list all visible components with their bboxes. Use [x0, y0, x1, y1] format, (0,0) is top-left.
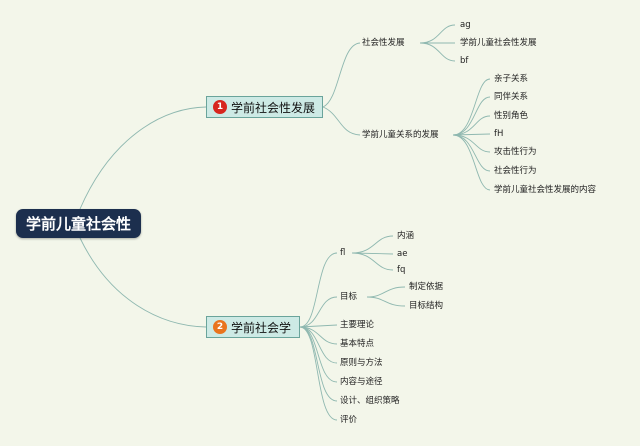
root-node[interactable]: 学前儿童社会性 [16, 209, 141, 238]
leaf-node[interactable]: ag [460, 20, 471, 30]
leaf-node[interactable]: 攻击性行为 [494, 147, 537, 157]
branch-node-2[interactable]: 2 学前社会学 [206, 316, 300, 338]
topic-node[interactable]: 主要理论 [340, 320, 375, 330]
topic-fl[interactable]: fl [340, 248, 346, 258]
branch-label: 学前社会学 [231, 320, 292, 335]
leaf-node[interactable]: ae [397, 249, 408, 259]
topic-node[interactable]: 原则与方法 [340, 358, 383, 368]
connector-b1-topic1 [322, 42, 361, 108]
connector-root-branch2 [79, 237, 207, 328]
leaf-node[interactable]: 同伴关系 [494, 92, 529, 102]
topic-node[interactable]: 基本特点 [340, 339, 375, 349]
number-badge-icon: 1 [213, 100, 227, 114]
topic-goal[interactable]: 目标 [340, 292, 358, 302]
leaf-node[interactable]: fq [397, 265, 406, 275]
leaf-node[interactable]: 目标结构 [409, 301, 444, 311]
leaf-node[interactable]: fH [494, 129, 504, 139]
leaf-node[interactable]: 内涵 [397, 231, 415, 241]
topic-node[interactable]: 内容与途径 [340, 377, 383, 387]
branch-node-1[interactable]: 1 学前社会性发展 [206, 96, 323, 118]
branch-label: 学前社会性发展 [231, 100, 316, 115]
leaf-node[interactable]: 制定依据 [409, 282, 444, 292]
topic-node[interactable]: 设计、组织策略 [340, 396, 400, 406]
topic-node[interactable]: 评价 [340, 415, 358, 425]
connector-b1-topic2 [322, 106, 361, 136]
leaf-node[interactable]: 学前儿童社会性发展 [460, 38, 537, 48]
leaf-node[interactable]: bf [460, 56, 469, 66]
number-badge-icon: 2 [213, 320, 227, 334]
leaf-node[interactable]: 学前儿童社会性发展的内容 [494, 185, 597, 195]
leaf-node[interactable]: 亲子关系 [494, 74, 529, 84]
topic-social-development[interactable]: 社会性发展 [362, 38, 405, 48]
leaf-node[interactable]: 性别角色 [494, 111, 529, 121]
topic-relationship-development[interactable]: 学前儿童关系的发展 [362, 130, 439, 140]
leaf-node[interactable]: 社会性行为 [494, 166, 537, 176]
connector-root-branch1 [79, 106, 207, 210]
